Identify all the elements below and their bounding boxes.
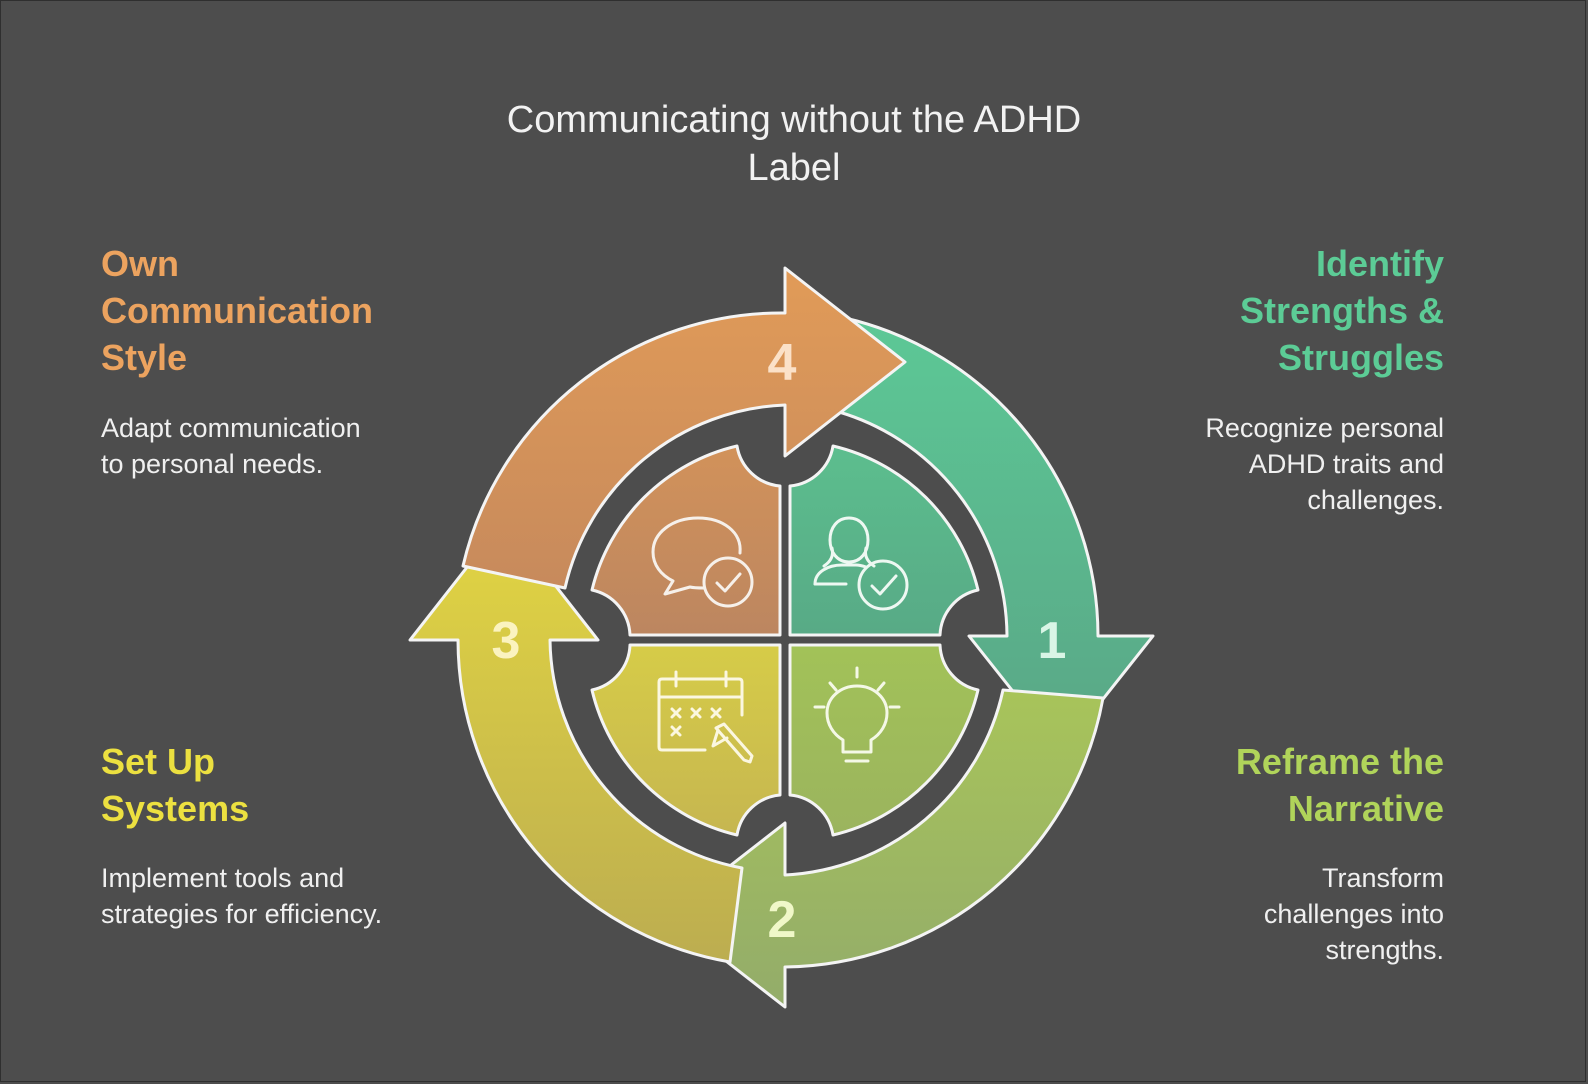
step-1-number: 1 <box>1038 612 1067 670</box>
step-3-heading: Set Up Systems <box>101 741 250 829</box>
lightbulb-icon <box>813 666 901 763</box>
step-1-description: Recognize personal ADHD traits and chall… <box>1205 413 1444 515</box>
step-3-number: 3 <box>492 612 521 670</box>
step-3-arrow <box>408 518 744 964</box>
step-1-heading: Identify Strengths & Struggles <box>1239 243 1444 378</box>
step-2-heading: Reframe the Narrative <box>1235 741 1444 829</box>
step-4-arrow <box>461 266 907 590</box>
chat-check-icon <box>651 516 754 608</box>
step-4-description: Adapt communication to personal needs. <box>101 413 361 479</box>
calendar-edit-icon <box>657 670 754 764</box>
step-4-heading: Own Communication Style <box>101 243 374 378</box>
step-1-arrow <box>830 316 1155 754</box>
step-4-number: 4 <box>768 334 797 392</box>
inner-circle <box>590 444 980 837</box>
step-2-description: Transform challenges into strengths. <box>1263 863 1444 965</box>
step-3-description: Implement tools and strategies for effic… <box>101 863 383 929</box>
person-check-icon <box>813 516 909 611</box>
step-2-arrow <box>665 688 1105 1009</box>
step-2-number: 2 <box>768 891 797 949</box>
diagram-title: Communicating without the ADHD Label <box>506 99 1082 189</box>
